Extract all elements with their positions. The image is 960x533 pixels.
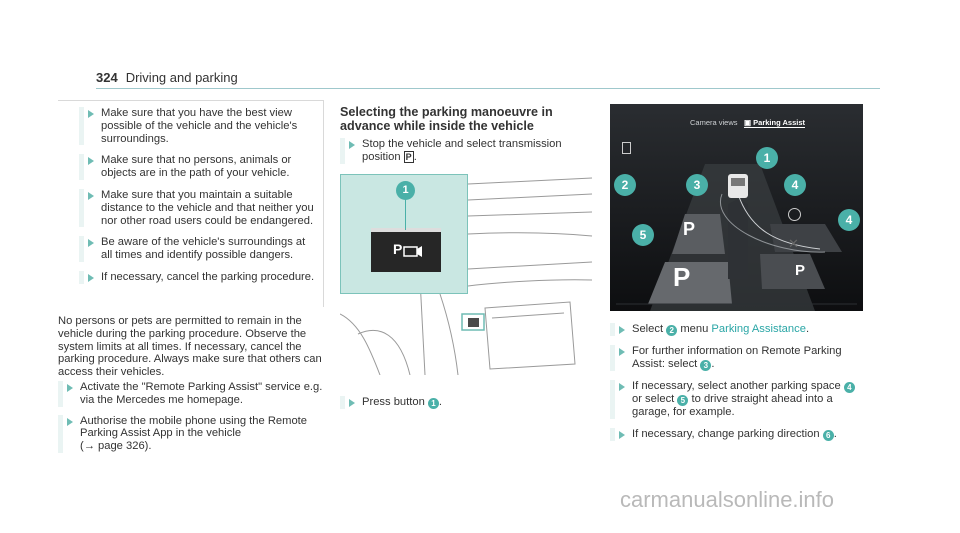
p-label: P — [673, 262, 691, 292]
arrow-icon — [88, 157, 94, 166]
zoom-inset: P 1 — [340, 174, 468, 294]
callout-1: 1 — [396, 181, 415, 200]
callout-5: 3 — [686, 174, 708, 196]
gear-p-symbol: P — [403, 150, 414, 163]
bullet-item: Be aware of the vehicle's surroundings a… — [79, 236, 317, 262]
console-illustration: P 1 — [340, 174, 593, 375]
arrow-icon — [67, 384, 73, 392]
phone-icon — [622, 142, 631, 154]
bullet-item: Make sure that no persons, animals or ob… — [79, 154, 317, 180]
bullet-item: Make sure that you have the best view po… — [79, 107, 317, 146]
parking-button — [468, 318, 479, 327]
callout-2: 1 — [756, 147, 778, 169]
screen-graphics — [610, 104, 863, 311]
step-item: Select 2 menu Parking Assistance. — [610, 323, 865, 336]
rotate-icon — [788, 208, 801, 221]
close-icon: ✕ — [788, 236, 799, 251]
step-item: If necessary, change parking direction 6… — [610, 427, 865, 441]
arrow-icon — [88, 273, 94, 282]
tab-camera-views[interactable]: Camera views — [690, 118, 738, 127]
callout-4: 4 — [838, 209, 860, 231]
parking-assist-screen: Camera views ▣ Parking Assist P P P ✕ 1 … — [610, 104, 863, 311]
parking-assist-icon: ▣ — [744, 118, 754, 127]
section-title: Driving and parking — [125, 70, 238, 85]
callout-badge: 1 — [427, 398, 439, 409]
callout-4: 5 — [632, 224, 654, 246]
step-stop: Stop the vehicle and select transmission… — [340, 138, 596, 164]
step-item: For further information on Remote Parkin… — [610, 345, 865, 371]
bullet-item: Make sure that you maintain a suitable d… — [79, 188, 317, 228]
highlight-frame — [461, 313, 485, 331]
arrow-icon — [88, 191, 94, 200]
steps-left: Activate the "Remote Parking Assist" ser… — [58, 381, 324, 454]
tab-parking-assist[interactable]: ▣ Parking Assist — [744, 118, 805, 128]
parking-assistance-link[interactable]: Parking Assistance — [711, 323, 806, 335]
arrow-icon — [349, 141, 355, 149]
header-rule — [96, 88, 880, 89]
warning-bullets: Make sure that you have the best view po… — [79, 107, 317, 284]
step-item: Activate the "Remote Parking Assist" ser… — [58, 381, 324, 407]
arrow-icon — [88, 110, 94, 118]
arrow-icon — [349, 399, 355, 407]
page-number: 324 — [96, 70, 118, 85]
arrow-icon — [67, 417, 73, 426]
steps-right: Select 2 menu Parking Assistance. For fu… — [610, 323, 865, 441]
p-label: P — [683, 219, 696, 239]
watermark: carmanualsonline.info — [620, 487, 835, 512]
page-ref-link[interactable]: (→ page 326). — [80, 440, 152, 453]
arrow-icon — [619, 430, 625, 439]
step-item: If necessary, select another parking spa… — [610, 379, 865, 419]
callout-3: 2 — [614, 174, 636, 196]
parking-camera-icon: P — [393, 241, 422, 257]
arrow-icon — [619, 326, 625, 334]
svg-text:P: P — [393, 241, 402, 257]
info-paragraph: No persons or pets are permitted to rema… — [58, 315, 322, 379]
arrow-icon — [88, 239, 94, 248]
step-item: Authorise the mobile phone using the Rem… — [58, 414, 324, 454]
bullet-item: If necessary, cancel the parking procedu… — [79, 270, 317, 284]
arrow-icon — [619, 382, 625, 391]
page-header: 324 Driving and parking — [96, 70, 238, 85]
p-label: P — [795, 262, 806, 279]
callout-6: 4 — [784, 174, 806, 196]
warning-box — [58, 100, 324, 307]
section-heading: Selecting the parking manoeuvre in advan… — [340, 105, 553, 133]
step-press: Press button 1. — [340, 396, 596, 409]
arrow-icon — [619, 348, 625, 356]
button-closeup: P — [371, 228, 441, 272]
